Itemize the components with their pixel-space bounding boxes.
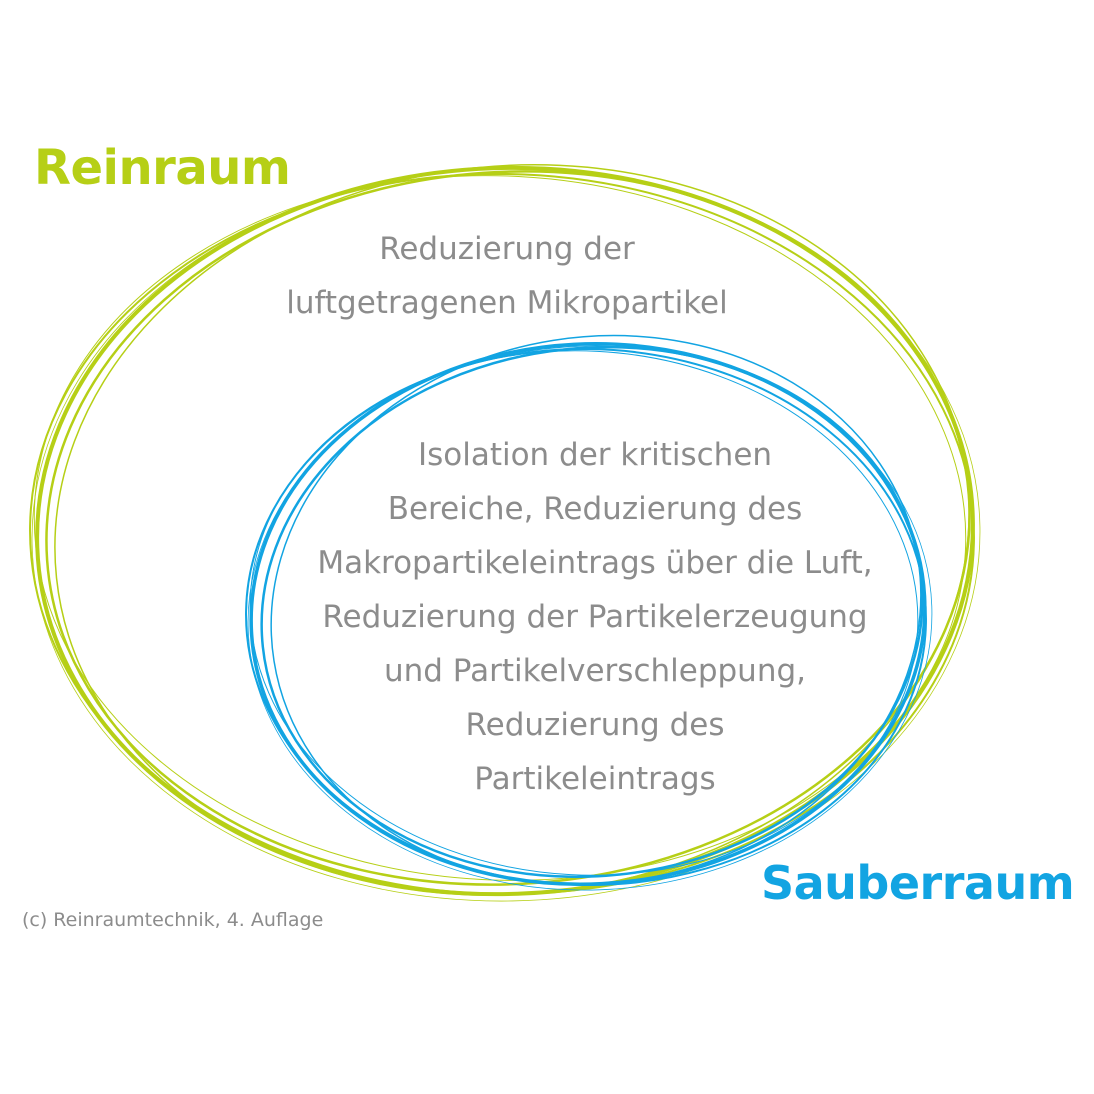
- sauberraum-description-line: Reduzierung der Partikelerzeugung: [322, 599, 868, 635]
- sauberraum-title: Sauberraum: [761, 856, 1075, 910]
- sauberraum-description-line: und Partikelverschleppung,: [383, 653, 807, 689]
- sauberraum-description-line: Bereiche, Reduzierung des: [387, 491, 803, 527]
- inner-ellipse-sauberraum: [245, 334, 933, 891]
- sauberraum-description-line: Partikeleintrags: [474, 761, 716, 797]
- reinraum-description-line: Reduzierung der: [379, 231, 635, 267]
- sauberraum-description-line: Makropartikeleintrags über die Luft,: [317, 545, 873, 581]
- reinraum-description: Reduzierung der luftgetragenen Mikropart…: [222, 222, 792, 330]
- reinraum-description-line: luftgetragenen Mikropartikel: [286, 285, 728, 321]
- sauberraum-description-line: Isolation der kritischen: [417, 437, 773, 473]
- sauberraum-description: Isolation der kritischen Bereiche, Reduz…: [270, 428, 920, 806]
- reinraum-title: Reinraum: [34, 140, 291, 196]
- copyright-note: (c) Reinraumtechnik, 4. Auflage: [22, 909, 324, 931]
- sauberraum-description-line: Reduzierung des: [465, 707, 725, 743]
